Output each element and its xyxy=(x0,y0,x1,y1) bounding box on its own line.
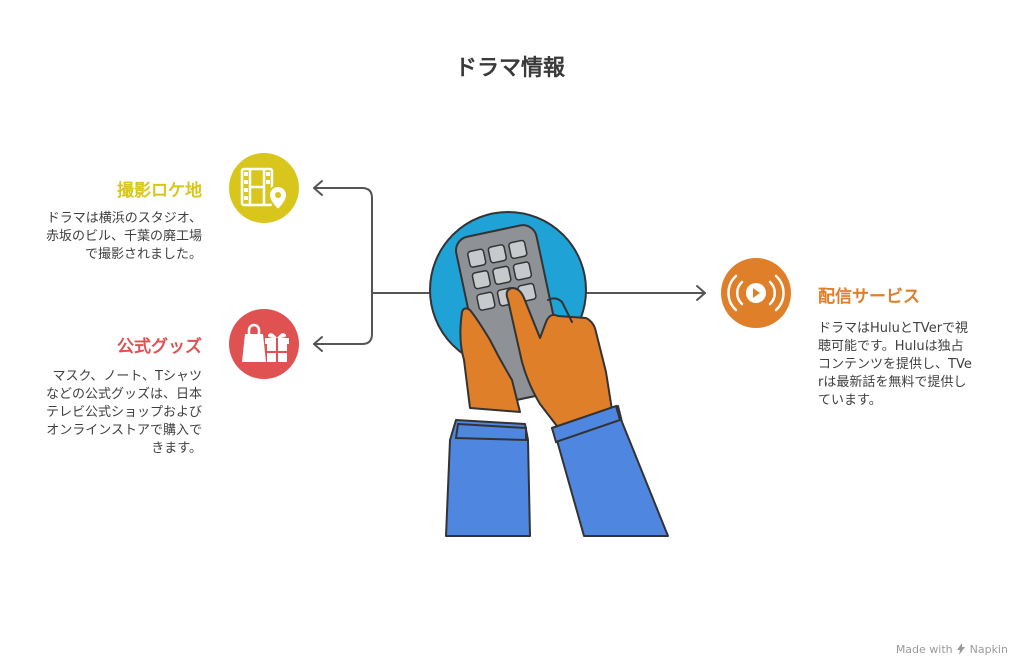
arrowhead-goods xyxy=(313,336,323,352)
right-sleeve xyxy=(551,405,669,537)
location-description: ドラマは横浜のスタジオ、赤坂のビル、千葉の廃工場で撮影されました。 xyxy=(45,211,202,262)
made-with-label: Made with xyxy=(895,643,953,656)
arrowhead-streaming xyxy=(696,285,706,301)
left-sleeve xyxy=(445,419,531,537)
broadcast-play-icon xyxy=(721,258,791,328)
location-heading: 撮影ロケ地 xyxy=(117,181,202,201)
film-location-icon xyxy=(229,153,299,223)
streaming-heading: 配信サービス xyxy=(818,287,920,307)
arrowhead-location xyxy=(313,180,323,196)
footer-credit: Made with Napkin xyxy=(896,643,1008,656)
napkin-logo-icon xyxy=(957,643,966,655)
streaming-description: ドラマはHuluとTVerで視聴可能です。Huluは独占コンテンツを提供し、TV… xyxy=(818,321,972,408)
diagram-title: ドラマ情報 xyxy=(454,56,565,81)
connector-to-location xyxy=(313,187,431,294)
napkin-brand: Napkin xyxy=(969,643,1008,656)
goods-description: マスク、ノート、Tシャツなどの公式グッズは、日本テレビ公式ショップおよびオンライ… xyxy=(45,369,202,456)
goods-heading: 公式グッズ xyxy=(117,337,202,357)
shopping-gift-icon xyxy=(229,309,299,379)
hand-remote-control-icon xyxy=(429,211,669,537)
connector-lines xyxy=(313,180,706,352)
left-hand xyxy=(459,307,521,413)
right-hand xyxy=(505,287,613,431)
connector-to-goods xyxy=(313,292,373,345)
